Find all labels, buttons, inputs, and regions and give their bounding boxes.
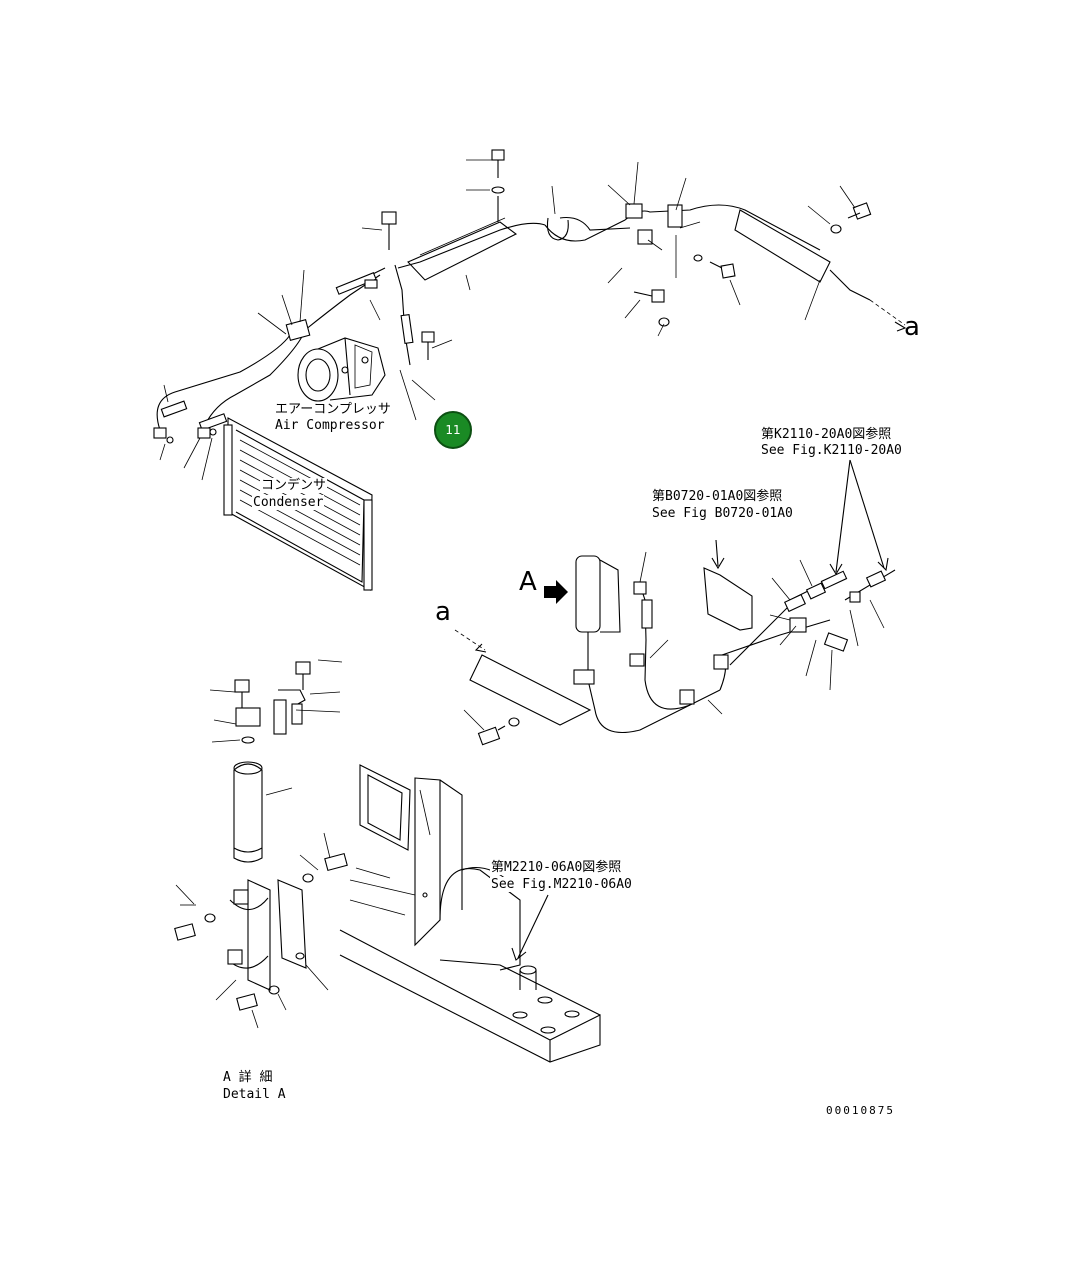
view-a-marker: A bbox=[519, 567, 537, 597]
top-leader-lines bbox=[159, 159, 856, 481]
top-bolts bbox=[381, 149, 872, 360]
callout-number: 11 bbox=[445, 423, 461, 437]
ref-b0720-label-jp: 第B0720-01A0図参照 bbox=[651, 489, 784, 504]
ref-m2210-label-en: See Fig.M2210-06A0 bbox=[490, 877, 633, 892]
hose-protector bbox=[407, 209, 831, 283]
callout-11-badge[interactable]: 11 bbox=[434, 411, 472, 449]
receiver-routing bbox=[454, 555, 896, 746]
bracket-fittings bbox=[639, 459, 889, 715]
connection-mark-a-left: a bbox=[435, 597, 451, 627]
condenser-label-en: Condenser bbox=[252, 495, 325, 510]
detail-a-label-jp: A 詳 細 bbox=[222, 1070, 274, 1085]
connection-mark-a-right: a bbox=[904, 312, 920, 342]
ref-m2210-label-jp: 第M2210-06A0図参照 bbox=[490, 860, 623, 875]
compressor-pipes bbox=[285, 264, 414, 366]
detail-a-assembly bbox=[174, 659, 348, 1029]
drawing-number: 00010875 bbox=[825, 1103, 896, 1118]
air-compressor-label-en: Air Compressor bbox=[274, 418, 386, 433]
air-compressor bbox=[297, 337, 386, 402]
ref-k2110-label-jp: 第K2110-20A0図参照 bbox=[760, 427, 893, 442]
view-a-arrow bbox=[544, 580, 568, 604]
ref-k2110-label-en: See Fig.K2110-20A0 bbox=[760, 443, 903, 458]
hose-clamps bbox=[546, 203, 683, 245]
condenser-label-jp: コンデンサ bbox=[260, 478, 328, 493]
condenser-fittings bbox=[153, 400, 228, 444]
machine-frame bbox=[339, 764, 601, 1063]
main-hose-line bbox=[156, 204, 907, 431]
detail-a-label-en: Detail A bbox=[222, 1087, 287, 1102]
air-compressor-label-jp: エアーコンプレッサ bbox=[274, 402, 392, 417]
ref-b0720-label-en: See Fig B0720-01A0 bbox=[651, 506, 794, 521]
